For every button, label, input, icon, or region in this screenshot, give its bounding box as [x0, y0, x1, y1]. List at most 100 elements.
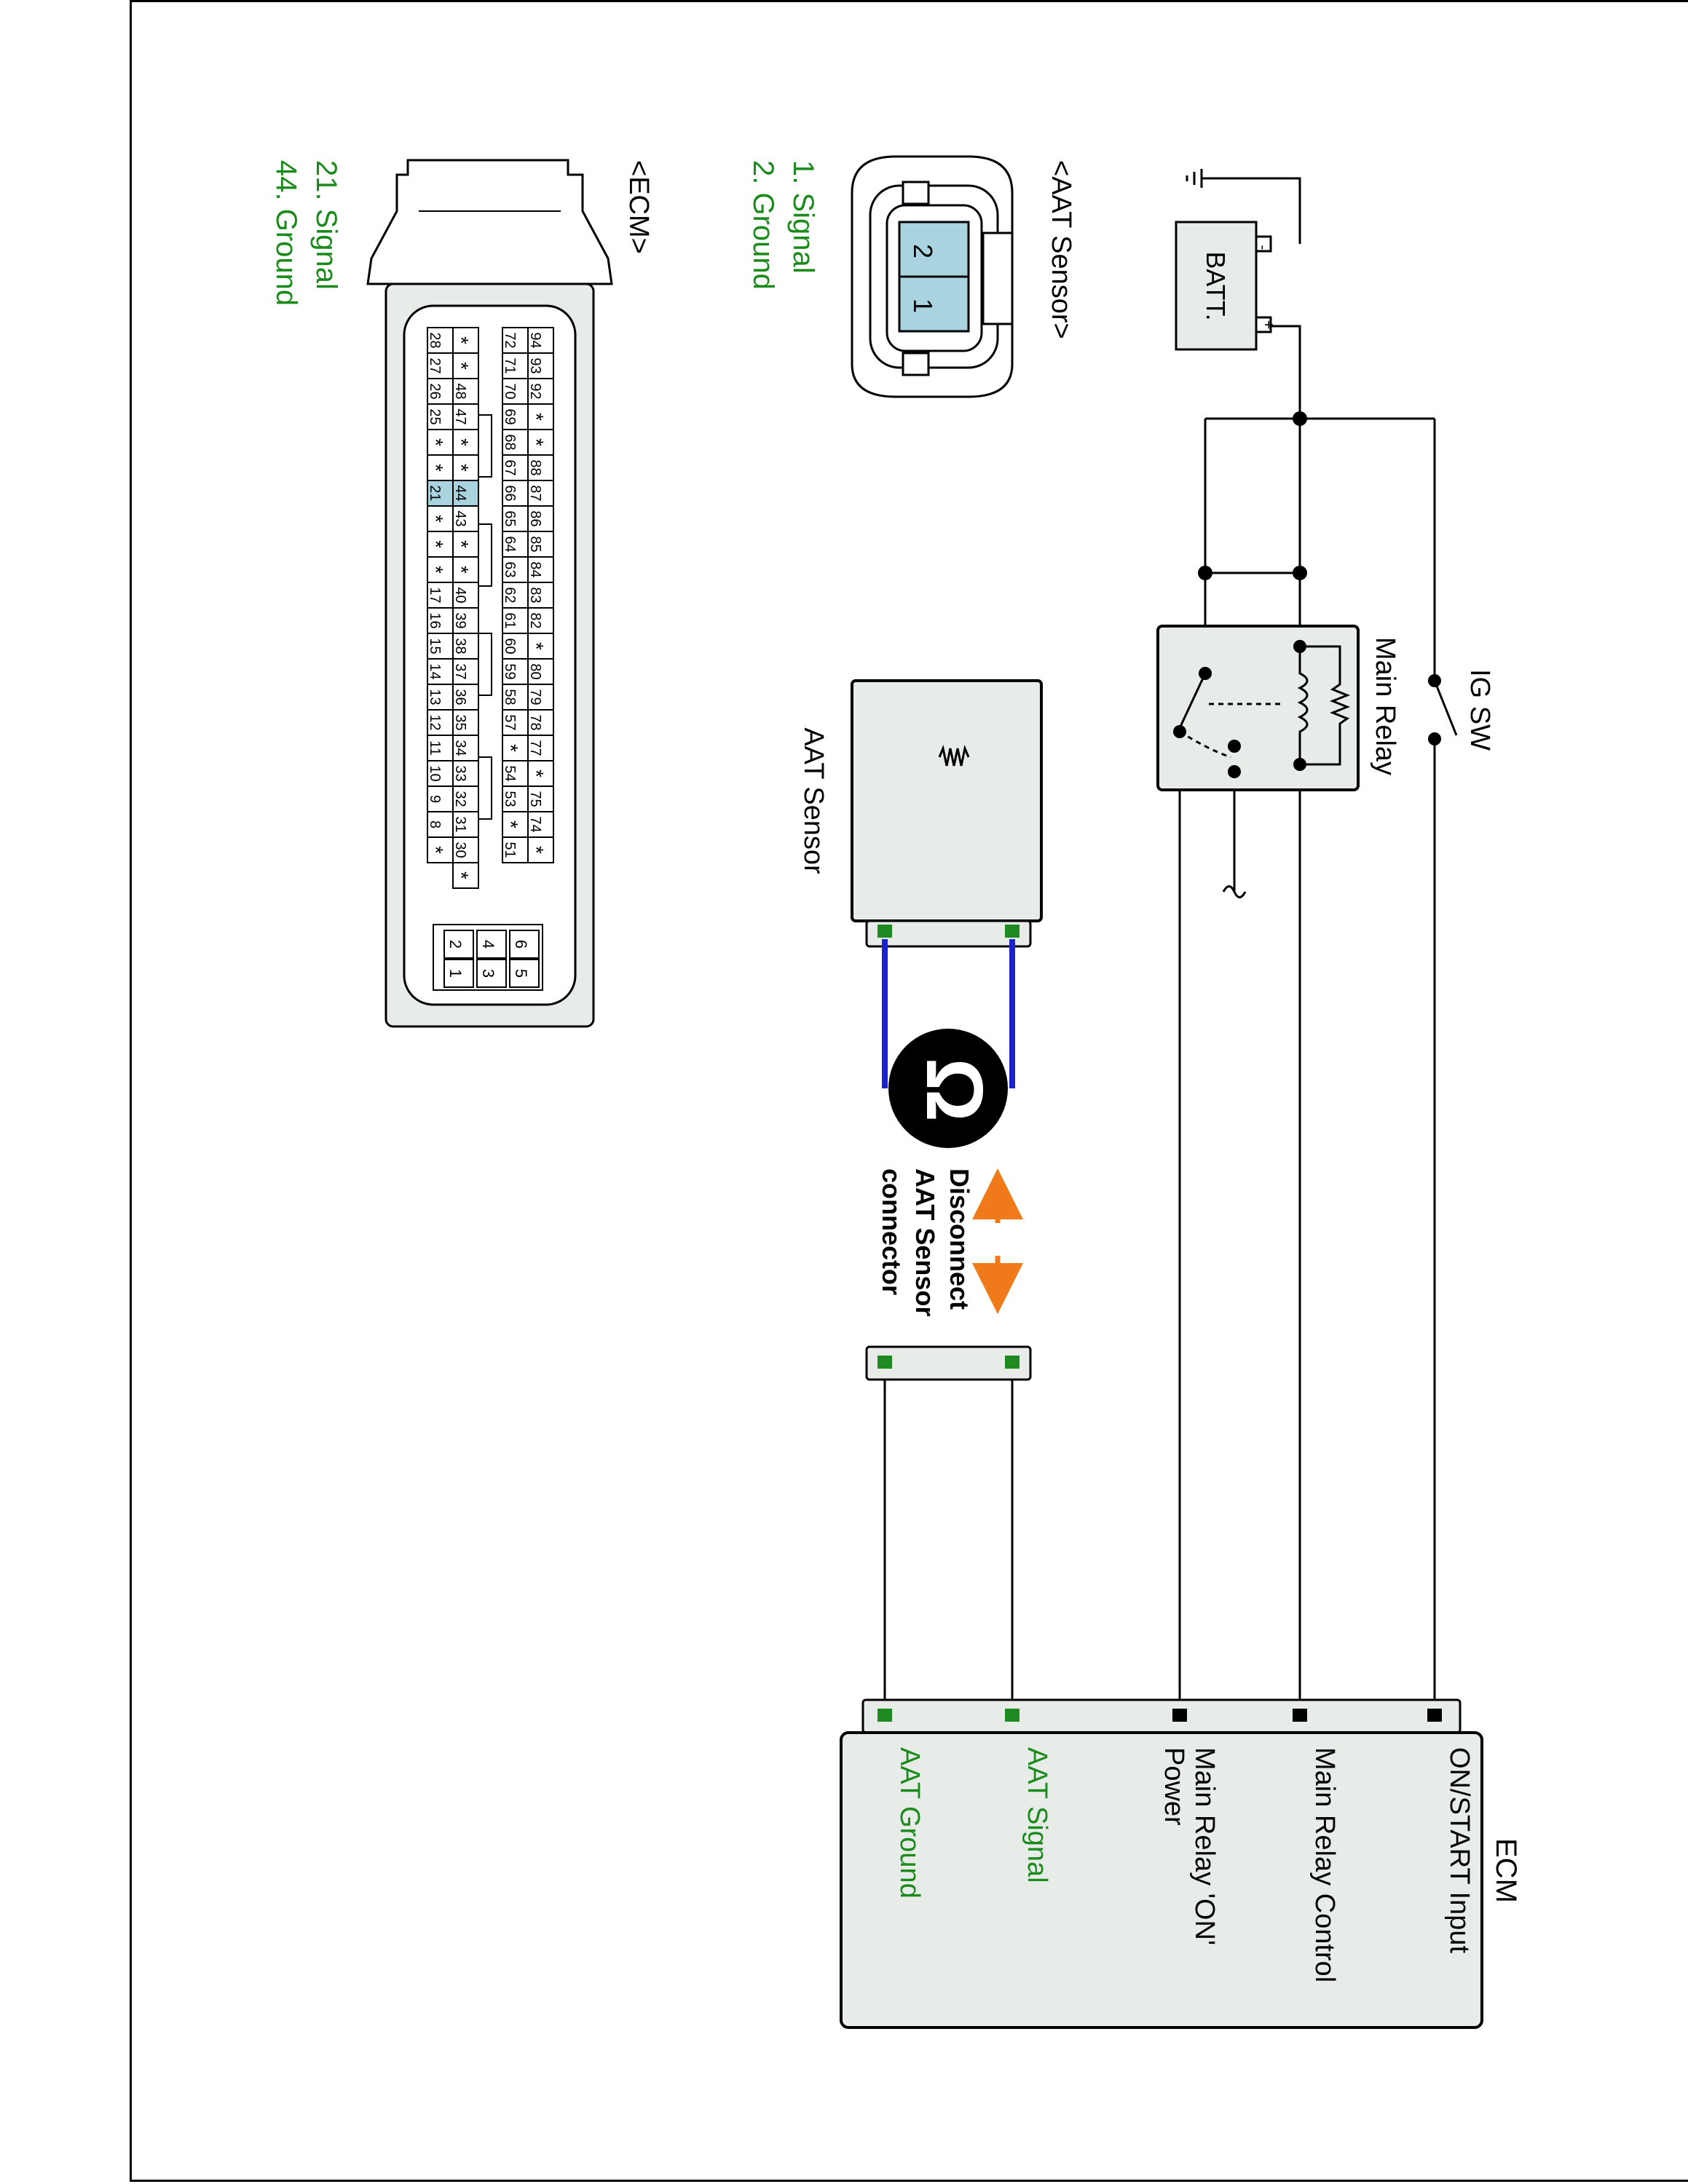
disconnect-line-2: AAT Sensor [910, 1168, 940, 1316]
ecm-pin-label: Power [1159, 1747, 1189, 1826]
ecm-pin-cell [427, 505, 454, 532]
ecm-pin-number: 35 [452, 714, 468, 730]
aat-connector-title: <AAT Sensor> [1046, 160, 1076, 339]
ecm-pin-cell [427, 836, 454, 863]
ecm-pin-number: * [450, 336, 473, 344]
ecm-pin-cell [527, 556, 554, 583]
ecm-pin-cell [502, 633, 529, 660]
ecm-pin-number: * [425, 464, 447, 472]
ecm-pin-number: * [500, 820, 522, 828]
main-relay: Main Relay [1156, 625, 1400, 898]
ecm-pin-number: 71 [502, 357, 518, 373]
ecm-pin-number: 26 [427, 383, 443, 399]
ecm-pin-number: * [525, 413, 548, 421]
ecm-pin-number: 93 [527, 357, 543, 373]
ecm-pin-number: 65 [502, 510, 518, 526]
ecm-power-pin-number: 6 [512, 940, 530, 949]
ecm-pin-number: 13 [427, 689, 443, 705]
ecm-pin-number: * [525, 769, 548, 778]
ecm-pin-cell [427, 429, 454, 456]
ecm-pin-number: 59 [502, 663, 518, 679]
ecm-pin-number: 67 [502, 459, 518, 475]
ecm-pin-number: 86 [527, 510, 543, 526]
switch-icon [1433, 680, 1458, 736]
disconnect-line-1: Disconnect [944, 1168, 974, 1310]
ecm-pin-number: * [450, 438, 473, 446]
ecm-pin-number: 27 [427, 357, 443, 373]
ecm-pin-cell [427, 378, 454, 405]
ecm-pin-number: 61 [502, 612, 518, 628]
ecm-pin-number: 36 [452, 689, 468, 705]
ecm-pin-cell [452, 760, 479, 787]
ecm-pin-number: 64 [502, 536, 518, 552]
ecm-pin-number: 32 [452, 791, 468, 807]
ecm-power-pin-number: 1 [446, 969, 465, 978]
battery: - + BATT. [1175, 221, 1278, 351]
ecm-pin-number: 78 [527, 714, 543, 730]
ecm-pin-number: 10 [427, 765, 443, 781]
ecm-pin-cell [452, 862, 479, 889]
ecm-pin-cell [452, 684, 479, 711]
disconnect-line-3: connector [877, 1168, 907, 1295]
ecm-pin-21: 21. Signal [310, 160, 342, 290]
ecm-pin-number: 25 [427, 408, 443, 424]
ecm-pin-number: * [450, 362, 473, 370]
ecm-pin-number: 62 [502, 587, 518, 603]
ig-switch: IG SW [1433, 669, 1495, 751]
aat-pin-1: 1. Signal [787, 160, 819, 274]
ecm-pin-cell [502, 658, 529, 685]
ecm-pin-number: * [425, 438, 447, 446]
ecm-pin-number: 17 [427, 587, 443, 603]
ecm-pin-number: * [450, 464, 473, 472]
ecm-pin-number: 84 [527, 561, 543, 577]
ecm-pin-cell [527, 735, 554, 761]
ecm-pin-number: 83 [527, 587, 543, 603]
resistor-icon [1300, 645, 1351, 766]
battery-label: BATT. [1201, 251, 1231, 320]
ecm-pin-number: 88 [527, 459, 543, 475]
ecm-pin-cell [427, 352, 454, 379]
ecm-pin-cell [427, 760, 454, 787]
ecm-pin-number: 60 [502, 638, 518, 654]
ecm-pin-cell [502, 352, 529, 379]
ecm-pin-cell [527, 760, 554, 787]
ecm-pin-cell [427, 556, 454, 583]
ecm-pin-number: 79 [527, 689, 543, 705]
ecm-pin-cell [502, 378, 529, 405]
ecm-pin-number: 21 [427, 485, 443, 501]
ecm-pin-number: 48 [452, 383, 468, 399]
ecm-pin-cell [452, 786, 479, 812]
main-relay-label: Main Relay [1370, 637, 1400, 775]
ecm-pin-number: * [450, 871, 473, 879]
ecm-power-pin-number: 3 [479, 969, 497, 978]
ecm-pin-number: 34 [452, 740, 468, 756]
ecm-pin-number: * [425, 846, 447, 854]
ecm-pin-number: 72 [502, 332, 518, 348]
ecm-pin-cell [502, 327, 529, 354]
ecm-pin-cell [427, 684, 454, 711]
aat-cavity-1: 1 [908, 298, 938, 313]
ecm-pin-cell [502, 505, 529, 532]
ecm-pin-number: 68 [502, 434, 518, 450]
ecm-pin-number: 74 [527, 816, 543, 832]
ecm-pin-number: 94 [527, 332, 543, 348]
ecm-pin-cell [502, 556, 529, 583]
battery-plus: + [1260, 320, 1278, 330]
ecm-pin-cell [502, 607, 529, 634]
ecm-pin-cell [427, 633, 454, 660]
ecm-pin-number: * [525, 438, 548, 446]
ecm-power-pin-number: 5 [512, 969, 530, 978]
ecm-pin-cell [452, 582, 479, 609]
aat-cavity-2: 2 [908, 244, 938, 258]
junction-dots [1198, 411, 1441, 745]
wires [883, 177, 1436, 1714]
ecm-pin-number: 9 [427, 795, 443, 803]
ecm-pin-number: 54 [502, 765, 518, 781]
ecm-pin-number: * [525, 846, 548, 854]
ecm-pin-cell [527, 709, 554, 736]
ecm-pin-cell [427, 709, 454, 736]
ig-switch-label: IG SW [1464, 669, 1495, 751]
ecm-pin-number: 11 [427, 740, 443, 756]
ecm-pin-cell [527, 582, 554, 609]
